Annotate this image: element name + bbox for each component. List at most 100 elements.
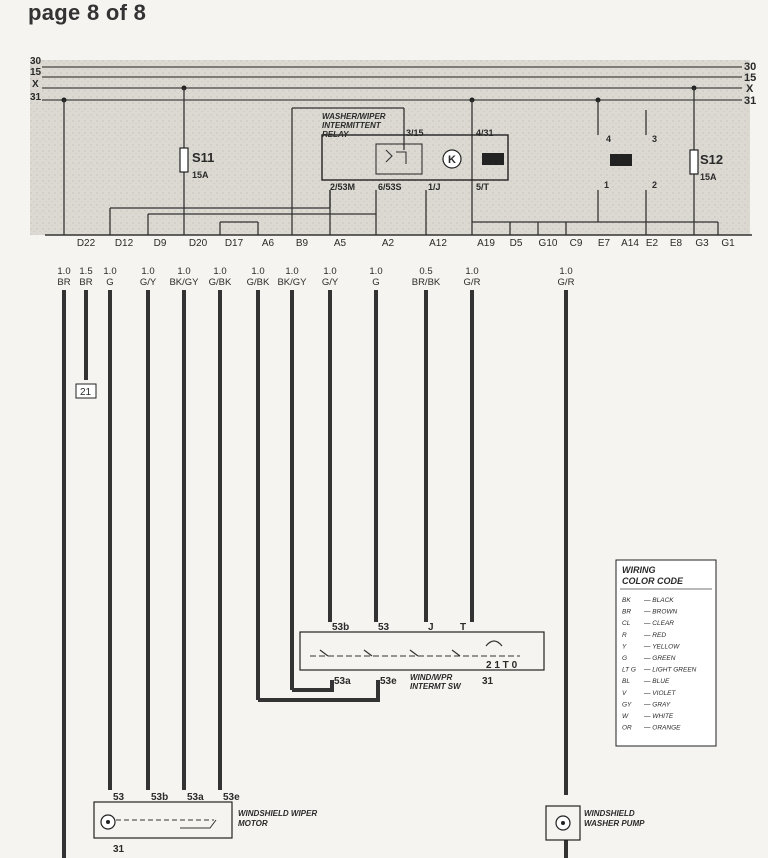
wire-color-w10: G — [372, 277, 379, 288]
motor-pin-53: 53 — [113, 792, 125, 803]
relay-title-line3: RELAY — [322, 130, 349, 139]
motor-title-line2: MOTOR — [238, 819, 268, 828]
motor-ground: 31 — [113, 844, 125, 855]
bus-label-15-right: 15 — [744, 72, 756, 84]
switch-pin-j: J — [428, 622, 434, 633]
page-title: page 8 of 8 — [28, 0, 147, 25]
motor-pin-53e: 53e — [223, 792, 240, 803]
windshield-washer-pump: WINDSHIELD WASHER PUMP — [545, 805, 645, 841]
ref-box — [75, 383, 97, 399]
relay-pin-5-t: 5/T — [476, 182, 490, 192]
switch-title-line1: WIND/WPR — [410, 673, 452, 682]
legend-name-1: — BROWN — [643, 609, 678, 616]
connector-d9: D9 — [154, 238, 167, 249]
legend-code-1: BR — [622, 609, 631, 616]
wire-color-w13: G/R — [558, 277, 575, 288]
fuse-s11-amps: 15A — [192, 170, 209, 180]
windshield-wiper-motor: 53 53b 53a 53e 31 WINDSHIELD WIPER MOTOR — [93, 792, 317, 855]
connector-d12: D12 — [115, 238, 134, 249]
wire-gauge-w4: 1.0 — [141, 266, 154, 277]
legend-code-7: BL — [622, 678, 630, 685]
harness-wires — [62, 290, 568, 858]
wire-color-w1: BR — [57, 277, 70, 288]
relay-pin-1-j: 1/J — [428, 182, 441, 192]
bus-label-30-right: 30 — [744, 61, 756, 73]
wire-gauge-w12: 1.0 — [465, 266, 478, 277]
connector-e2: E2 — [646, 238, 659, 249]
legend-name-9: — GRAY — [643, 701, 671, 708]
connector-g1: G1 — [721, 238, 735, 249]
wire-gauge-w13: 1.0 — [559, 266, 572, 277]
connector-a12: A12 — [429, 238, 447, 249]
legend-code-2: CL — [622, 620, 631, 627]
legend-name-7: — BLUE — [643, 678, 670, 685]
wire-color-w6: G/BK — [209, 277, 232, 288]
legend-code-5: G — [622, 655, 627, 662]
fuse-s12: S12 15A — [689, 149, 723, 182]
legend-code-3: R — [622, 632, 627, 639]
connector-e7: E7 — [598, 238, 611, 249]
legend-code-8: V — [622, 690, 627, 697]
relay-pin-2-53m: 2/53M — [330, 182, 355, 192]
connector-b9: B9 — [296, 238, 309, 249]
switch-pin-31: 31 — [482, 676, 494, 687]
wire-color-w7: G/BK — [247, 277, 270, 288]
fuse-s11-label: S11 — [192, 150, 214, 165]
connector-d20: D20 — [189, 238, 208, 249]
wire-gauge-w6: 1.0 — [213, 266, 226, 277]
relay-pin-6-53s: 6/53S — [378, 182, 402, 192]
legend-title-line2: COLOR CODE — [622, 576, 684, 586]
pump-title-line1: WINDSHIELD — [584, 809, 635, 818]
legend-name-8: — VIOLET — [643, 690, 676, 697]
legend-code-11: OR — [622, 725, 632, 732]
bus-label-x-left: X — [32, 79, 39, 90]
ref-box-label: 21 — [80, 387, 92, 398]
legend-name-6: — LIGHT GREEN — [643, 667, 697, 674]
switch-pin-53a: 53a — [334, 676, 351, 687]
wiper-intermittent-switch: 53b 53 J T 53a 53e 31 2 1 T 0 WIND/WPR I… — [299, 622, 545, 691]
legend-code-10: W — [622, 713, 629, 720]
legend-name-3: — RED — [643, 632, 666, 639]
legend-code-9: GY — [622, 701, 632, 708]
legend-name-11: — ORANGE — [643, 725, 681, 732]
legend-name-2: — CLEAR — [643, 620, 674, 627]
switch-pin-53: 53 — [378, 622, 390, 633]
motor-pin-53a: 53a — [187, 792, 204, 803]
relay-slot-3: 3 — [652, 134, 657, 144]
connector-d5: D5 — [510, 238, 523, 249]
motor-title-line1: WINDSHIELD WIPER — [238, 809, 317, 818]
legend-code-4: Y — [622, 643, 627, 650]
legend-name-0: — BLACK — [643, 597, 674, 604]
legend-name-5: — GREEN — [643, 655, 676, 662]
switch-pin-53e: 53e — [380, 676, 397, 687]
bus-label-31-left: 31 — [30, 92, 42, 103]
connector-e8: E8 — [670, 238, 683, 249]
wire-gauge-w9: 1.0 — [323, 266, 336, 277]
connector-a19: A19 — [477, 238, 495, 249]
switch-title-line2: INTERMT SW — [410, 682, 462, 691]
relay-title-line1: WASHER/WIPER — [322, 112, 386, 121]
wire-gauge-w3: 1.0 — [103, 266, 116, 277]
relay-pin-3-15: 3/15 — [406, 128, 424, 138]
relay-coil-symbol — [442, 149, 462, 169]
fuse-relay-panel — [30, 60, 750, 235]
relay-slot-1: 1 — [604, 180, 609, 190]
relay-slot-2: 2 — [652, 180, 657, 190]
switch-positions: 2 1 T 0 — [486, 660, 518, 671]
wire-gauge-w1: 1.0 — [57, 266, 70, 277]
wire-color-w4: G/Y — [140, 277, 157, 288]
connector-a2: A2 — [382, 238, 395, 249]
wire-gauge-w10: 1.0 — [369, 266, 382, 277]
fuse-s12-amps: 15A — [700, 172, 717, 182]
bus-label-x-right: X — [746, 83, 754, 95]
connector-g10: G10 — [539, 238, 558, 249]
wire-color-w9: G/Y — [322, 277, 339, 288]
bus-label-15-left: 15 — [30, 67, 42, 78]
connector-d22: D22 — [77, 238, 96, 249]
wire-color-w3: G — [106, 277, 113, 288]
panel-internal-wiring — [63, 88, 719, 235]
wire-color-w12: G/R — [464, 277, 481, 288]
